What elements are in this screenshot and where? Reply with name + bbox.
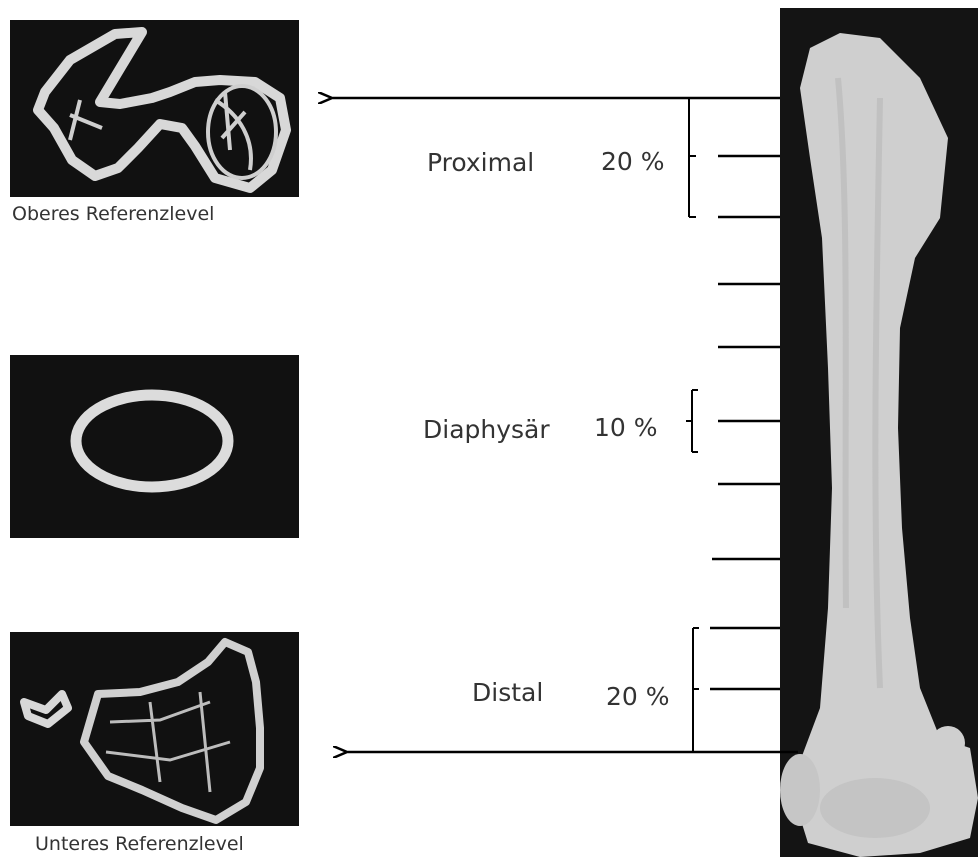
distal-percent: 20 % [606, 682, 670, 711]
distal-label: Distal [472, 678, 543, 707]
proximal-label: Proximal [427, 148, 534, 177]
level-ticks [710, 156, 780, 689]
diaphyseal-label: Diaphysär [423, 415, 550, 444]
diaphyseal-bracket [686, 390, 698, 452]
distal-bracket [693, 628, 699, 752]
proximal-percent: 20 % [601, 147, 665, 176]
proximal-bracket [689, 98, 696, 217]
diaphyseal-percent: 10 % [594, 413, 658, 442]
